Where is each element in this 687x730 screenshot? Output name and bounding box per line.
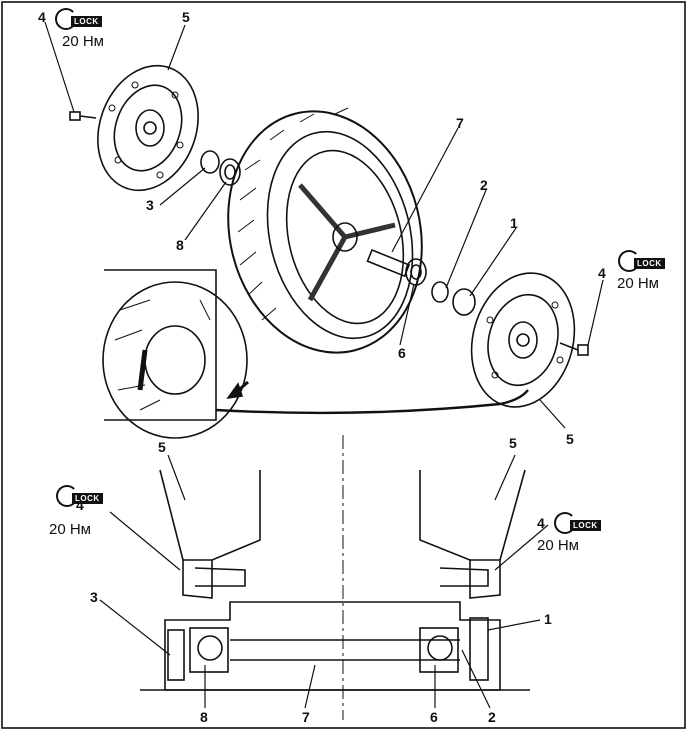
oil-seal-1 — [452, 288, 476, 316]
callout-5: 5 — [566, 431, 574, 447]
wheel-tire — [227, 107, 423, 354]
callout-1: 1 — [544, 611, 552, 627]
callout-7: 7 — [456, 115, 464, 131]
bolt-right — [559, 342, 589, 356]
lock-icon: LOCK — [554, 512, 606, 534]
spacer-3 — [200, 150, 220, 174]
leader-lines-bottom — [99, 454, 549, 709]
callout-5: 5 — [182, 9, 190, 25]
callout-7: 7 — [302, 709, 310, 725]
bearing-8 — [219, 158, 241, 186]
callout-8: 8 — [200, 709, 208, 725]
callout-4: 4 — [76, 497, 84, 513]
leader-line — [215, 389, 529, 415]
detail-inset — [102, 269, 248, 439]
callout-5: 5 — [158, 439, 166, 455]
lock-icon: LOCK — [618, 250, 670, 272]
torque-value: 20 Нм — [617, 275, 659, 292]
callout-8: 8 — [176, 237, 184, 253]
lock-icon: LOCK — [56, 485, 108, 507]
lock-icon: LOCK — [55, 8, 107, 30]
lock-label: LOCK — [72, 493, 103, 504]
callout-2: 2 — [480, 177, 488, 193]
torque-value: 20 Нм — [62, 33, 104, 50]
callout-4: 4 — [598, 265, 606, 281]
brake-disc-right — [470, 272, 576, 408]
torque-value: 20 Нм — [537, 537, 579, 554]
lock-label: LOCK — [71, 16, 102, 27]
callout-1: 1 — [510, 215, 518, 231]
callout-3: 3 — [90, 589, 98, 605]
callout-2: 2 — [488, 709, 496, 725]
callout-4: 4 — [537, 515, 545, 531]
callout-6: 6 — [430, 709, 438, 725]
bearing-6 — [405, 258, 427, 286]
callout-4: 4 — [38, 9, 46, 25]
lock-label: LOCK — [570, 520, 601, 531]
callout-5: 5 — [509, 435, 517, 451]
leader-lines-top — [44, 21, 604, 429]
bolt-left — [69, 111, 97, 121]
callout-3: 3 — [146, 197, 154, 213]
hub-cross-section — [140, 435, 530, 720]
callout-6: 6 — [398, 345, 406, 361]
torque-value: 20 Нм — [49, 521, 91, 538]
lock-label: LOCK — [634, 258, 665, 269]
brake-disc-left — [97, 64, 199, 192]
circlip-2 — [431, 281, 449, 303]
